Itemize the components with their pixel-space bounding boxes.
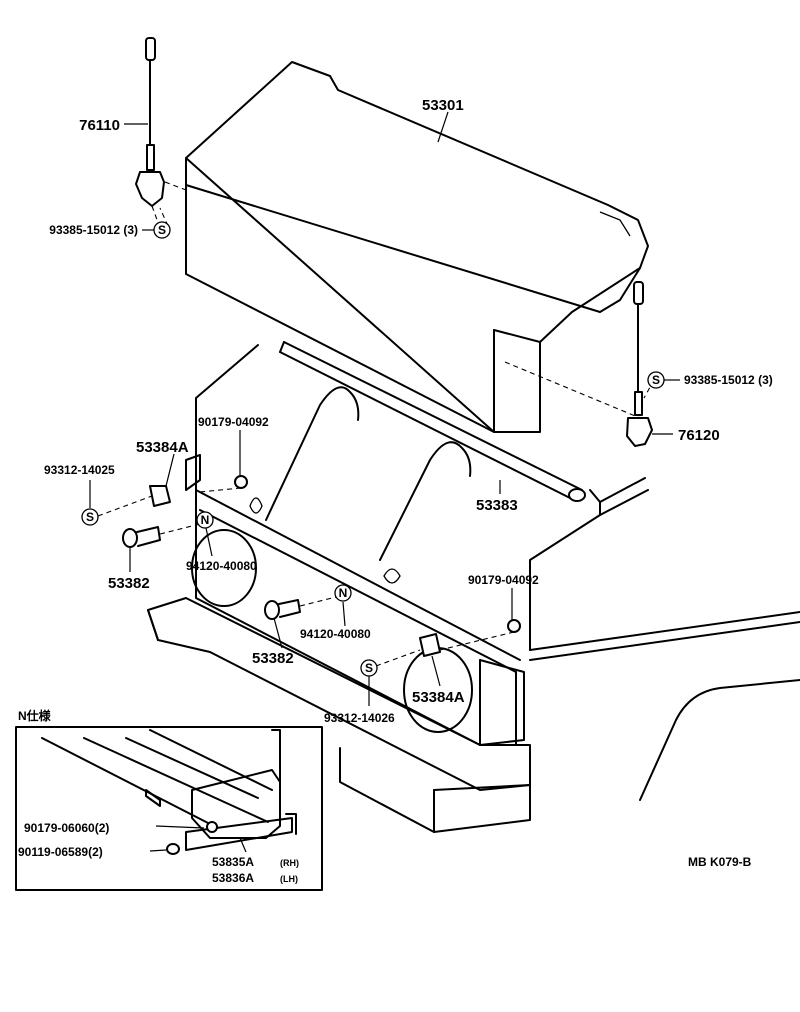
leader-lines (89, 111, 680, 706)
inset-label-nut: 90179-06060(2) (24, 821, 109, 835)
inset-tag-rh: (RH) (280, 858, 299, 868)
nut-right (439, 619, 521, 651)
antenna-left (135, 37, 187, 229)
svg-text:S: S (158, 223, 166, 237)
inset-n-spec: N仕様 90179-06060(2) 90119-06589(2) 53835A… (15, 708, 323, 891)
label-hood-panel: 53301 (422, 97, 464, 114)
svg-text:S: S (365, 661, 373, 675)
svg-text:N: N (201, 513, 210, 527)
n-mark-right-washer: N (334, 584, 352, 602)
bolt-right (264, 595, 341, 620)
antenna-right (504, 281, 653, 447)
svg-text:N: N (339, 586, 348, 600)
bolt-left (122, 523, 201, 548)
label-washer-left: 94120-40080 (186, 559, 257, 573)
label-washer-right: 94120-40080 (300, 627, 371, 641)
label-bolt-right: 53382 (252, 650, 294, 667)
label-screw-left: 93385-15012 (3) (49, 223, 138, 237)
diagram-code: MB K079-B (688, 855, 752, 869)
inset-title: N仕様 (18, 708, 52, 723)
label-clip-right: 93312-14026 (324, 711, 395, 725)
hinge-right (419, 633, 441, 657)
s-mark-right-clip: S (360, 659, 378, 677)
label-weatherstrip: 53383 (476, 497, 518, 514)
label-hinge-right: 53384A (412, 689, 465, 706)
weatherstrip (279, 341, 586, 502)
inset-label-bolt: 90119-06589(2) (18, 845, 103, 859)
label-nut-left: 90179-04092 (198, 415, 269, 429)
label-antenna-left: 76110 (79, 117, 120, 134)
svg-text:S: S (652, 373, 660, 387)
inset-label-bracket-rh: 53835A (212, 855, 254, 869)
n-mark-left-washer: N (196, 511, 214, 529)
svg-text:S: S (86, 510, 94, 524)
inset-tag-lh: (LH) (280, 874, 298, 884)
inset-label-bracket-lh: 53836A (212, 871, 254, 885)
hood-panel (185, 61, 649, 433)
label-screw-right: 93385-15012 (3) (684, 373, 773, 387)
label-bolt-left: 53382 (108, 575, 150, 592)
vehicle-body (147, 344, 800, 833)
label-clip-left: 93312-14025 (44, 463, 115, 477)
s-mark-left-screw: S (153, 221, 171, 239)
label-hinge-left: 53384A (136, 439, 189, 456)
hinge-left (149, 454, 201, 507)
label-antenna-right: 76120 (678, 427, 720, 444)
clip-dashes (97, 207, 655, 667)
s-mark-left-clip: S (81, 508, 99, 526)
label-nut-right: 90179-04092 (468, 573, 539, 587)
s-mark-right-screw: S (647, 371, 665, 389)
nut-left (199, 475, 248, 493)
